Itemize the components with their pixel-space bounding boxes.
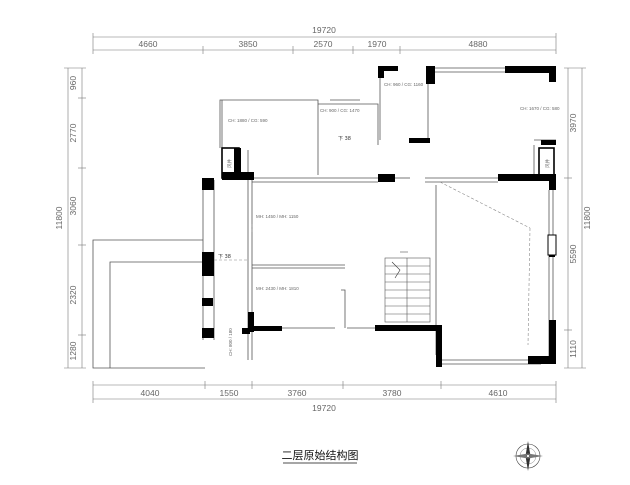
stair-label: 下 38	[338, 136, 351, 142]
drawing-title: 二层原始结构图	[282, 448, 359, 462]
top-total-dimension: 19720	[312, 25, 336, 35]
top-dimension: 4880	[469, 39, 488, 49]
bottom-dimension: 4610	[489, 388, 508, 398]
top-dimension-chain	[92, 33, 557, 54]
vent-label: 风井	[226, 159, 233, 168]
left-dimension: 2320	[68, 285, 78, 304]
left-dimension: 960	[68, 76, 78, 90]
wall-outlines	[92, 67, 556, 369]
window-note: MH: 1450 / MH: 1150	[256, 214, 299, 219]
window-note: CH: 960 / CG: 1160	[384, 82, 424, 87]
window-note: CH: 800 / 180	[228, 328, 233, 356]
structural-walls	[202, 66, 556, 367]
north-arrow-icon	[513, 441, 543, 471]
window-note: CH: 1670 / CG: 580	[520, 106, 560, 111]
bottom-dimension: 4040	[141, 388, 160, 398]
top-dimension: 2570	[314, 39, 333, 49]
left-total-dimension: 11800	[54, 206, 64, 229]
top-dimension: 1970	[368, 39, 387, 49]
left-dimension: 1280	[68, 341, 78, 360]
right-total-dimension: 11800	[582, 206, 592, 229]
right-dimension: 1110	[568, 340, 578, 358]
opening-dashed-lines	[214, 181, 531, 346]
column-outline	[547, 234, 557, 256]
right-dimension-chain	[564, 67, 586, 369]
staircase	[384, 251, 431, 323]
window-note: CH: 1880 / CG: 590	[228, 118, 268, 123]
left-dimension-chain	[64, 67, 86, 369]
top-dimension: 3850	[239, 39, 258, 49]
vent-label: 风井	[544, 159, 551, 168]
right-dimension: 3970	[568, 113, 578, 132]
bottom-dimension: 1550	[220, 388, 239, 398]
top-dimension: 4660	[139, 39, 158, 49]
bottom-dimension: 3780	[383, 388, 402, 398]
bottom-dimension-chain	[92, 381, 557, 403]
window-note: MH: 2430 / MH: 1810	[256, 286, 299, 291]
bottom-total-dimension: 19720	[312, 403, 336, 413]
window-note: CH: 900 / CG: 1470	[320, 108, 360, 113]
left-dimension: 2770	[68, 123, 78, 142]
right-dimension: 5590	[568, 244, 578, 263]
bottom-dimension: 3760	[288, 388, 307, 398]
left-dimension: 3060	[68, 196, 78, 215]
stair-label: 下 38	[218, 254, 231, 260]
